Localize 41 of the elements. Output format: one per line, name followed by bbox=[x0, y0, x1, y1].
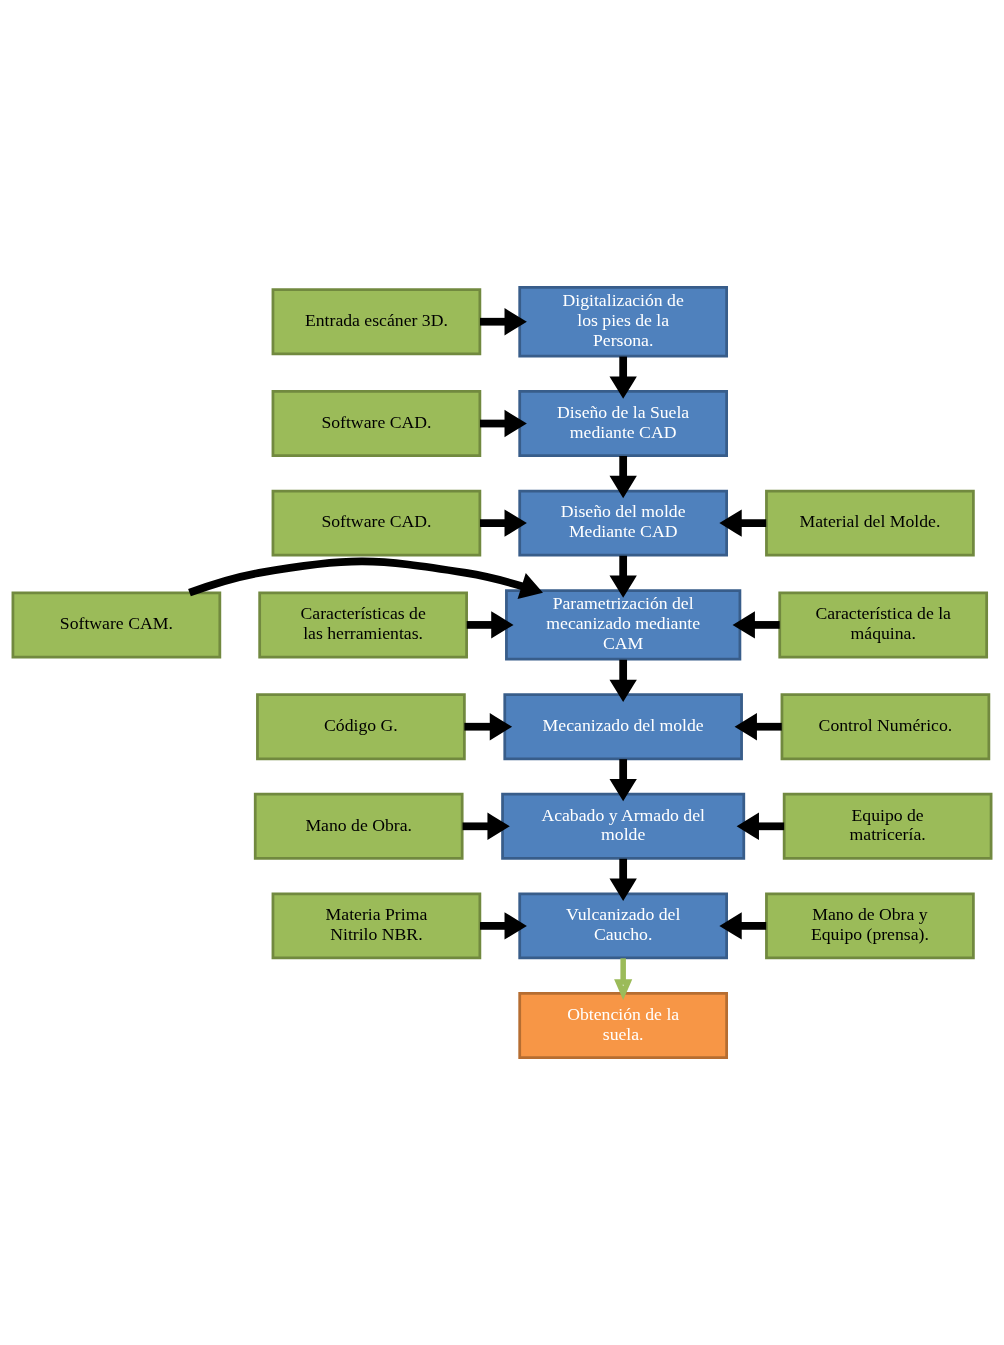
node-box: Control Numérico. bbox=[780, 693, 991, 761]
arrow bbox=[614, 958, 633, 1000]
arrow bbox=[719, 509, 767, 537]
node-box: Parametrización del mecanizado mediante CAM bbox=[505, 589, 742, 661]
node-box: Materia Prima Nitrilo NBR. bbox=[271, 892, 482, 960]
node-box: Código G. bbox=[256, 693, 466, 761]
arrow bbox=[464, 713, 513, 741]
arrow bbox=[609, 456, 637, 499]
node-box: Software CAD. bbox=[271, 390, 482, 457]
arrow bbox=[480, 912, 527, 940]
arrow bbox=[462, 812, 510, 840]
node-box: Diseño del molde Mediante CAD bbox=[518, 489, 728, 557]
arrow bbox=[609, 555, 637, 598]
arrow bbox=[480, 509, 527, 537]
arrow bbox=[466, 611, 514, 639]
arrow bbox=[719, 912, 767, 940]
node-box: Mecanizado del molde bbox=[503, 693, 743, 761]
node-box: Digitalización de los pies de la Persona. bbox=[518, 286, 728, 358]
node-box: Diseño de la Suela mediante CAD bbox=[518, 390, 728, 457]
arrow bbox=[734, 713, 782, 741]
arrow bbox=[188, 557, 543, 600]
node-box: Vulcanizado del Caucho. bbox=[518, 892, 728, 960]
node-box: Obtención de la suela. bbox=[518, 992, 728, 1059]
node-box: Software CAM. bbox=[11, 591, 222, 659]
arrow bbox=[732, 611, 780, 639]
node-box: Material del Molde. bbox=[765, 489, 975, 557]
node-box: Software CAD. bbox=[271, 489, 482, 557]
node-box: Característica de la máquina. bbox=[778, 591, 989, 659]
arrow bbox=[480, 409, 527, 438]
node-box: Mano de Obra. bbox=[253, 792, 464, 860]
arrow bbox=[736, 812, 785, 840]
node-box: Acabado y Armado del molde bbox=[501, 792, 746, 860]
arrow bbox=[480, 308, 527, 336]
arrow bbox=[609, 356, 637, 399]
node-box: Entrada escáner 3D. bbox=[271, 288, 482, 356]
node-box: Equipo de matricería. bbox=[782, 792, 993, 860]
arrow bbox=[609, 659, 637, 703]
arrow bbox=[609, 858, 637, 901]
node-box: Mano de Obra y Equipo (prensa). bbox=[765, 892, 975, 960]
arrow bbox=[609, 759, 637, 802]
node-box: Características de las herramientas. bbox=[258, 591, 468, 659]
